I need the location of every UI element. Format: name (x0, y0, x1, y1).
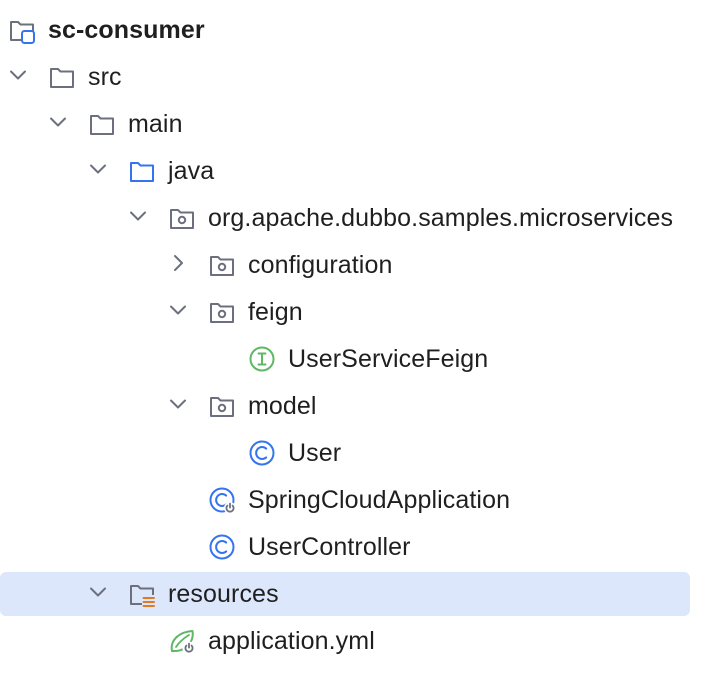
tree-label: application.yml (208, 627, 375, 655)
resources-folder-icon (128, 580, 156, 608)
tree-row-sc-consumer[interactable]: sc-consumer (0, 7, 720, 51)
chevron-down-icon[interactable] (88, 159, 108, 179)
tree-label: java (168, 157, 215, 185)
tree-row-feign[interactable]: feign (0, 289, 720, 333)
package-icon (168, 204, 196, 232)
package-icon (208, 251, 236, 279)
tree-row-spring-cloud-application[interactable]: SpringCloudApplication (0, 477, 720, 521)
module-folder-icon (8, 16, 36, 44)
package-icon (208, 392, 236, 420)
tree-label: resources (168, 580, 279, 608)
package-icon (208, 298, 236, 326)
interface-icon (248, 345, 276, 373)
spring-config-file-icon (168, 627, 196, 655)
tree-row-application-yml[interactable]: application.yml (0, 618, 720, 662)
chevron-down-icon[interactable] (48, 112, 68, 132)
folder-icon (48, 63, 76, 91)
chevron-down-icon[interactable] (88, 582, 108, 602)
tree-label: UserServiceFeign (288, 345, 489, 373)
tree-row-src[interactable]: src (0, 54, 720, 98)
tree-label: org.apache.dubbo.samples.microservices (208, 204, 674, 232)
source-root-folder-icon (128, 157, 156, 185)
chevron-down-icon[interactable] (168, 394, 188, 414)
chevron-down-icon[interactable] (128, 206, 148, 226)
chevron-down-icon[interactable] (168, 300, 188, 320)
tree-row-java[interactable]: java (0, 148, 720, 192)
tree-label: UserController (248, 533, 411, 561)
tree-row-model[interactable]: model (0, 383, 720, 427)
folder-icon (88, 110, 116, 138)
tree-row-package-root[interactable]: org.apache.dubbo.samples.microservices (0, 195, 720, 239)
tree-row-resources[interactable]: resources (0, 571, 720, 616)
tree-row-user[interactable]: User (0, 430, 720, 474)
tree-label: SpringCloudApplication (248, 486, 511, 514)
tree-label: feign (248, 298, 303, 326)
spring-boot-class-icon (208, 486, 236, 514)
class-icon (208, 533, 236, 561)
class-icon (248, 439, 276, 467)
tree-label: User (288, 439, 342, 467)
tree-row-user-service-feign[interactable]: UserServiceFeign (0, 336, 720, 380)
tree-row-user-controller[interactable]: UserController (0, 524, 720, 568)
tree-label: configuration (248, 251, 393, 279)
tree-row-main[interactable]: main (0, 101, 720, 145)
tree-label: sc-consumer (48, 16, 205, 44)
chevron-down-icon[interactable] (8, 65, 28, 85)
chevron-right-icon[interactable] (168, 253, 188, 273)
tree-label: src (88, 63, 122, 91)
tree-label: model (248, 392, 317, 420)
tree-label: main (128, 110, 183, 138)
tree-row-configuration[interactable]: configuration (0, 242, 720, 286)
